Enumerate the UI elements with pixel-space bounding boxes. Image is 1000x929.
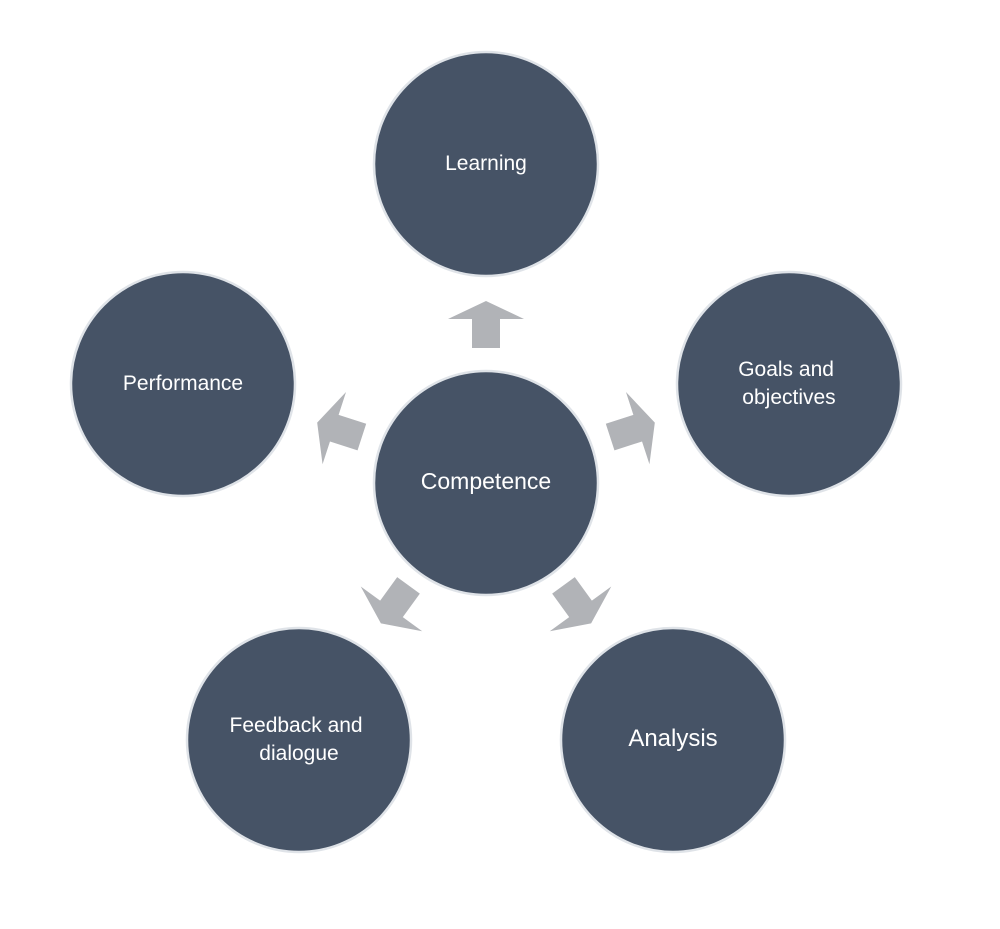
arrow-to-analysis (549, 577, 612, 632)
svg-text:Feedback and dialogue: Feedback and dialogue (230, 714, 369, 765)
arrow-to-feedback-and-dialogue (360, 577, 423, 632)
arrow-to-goals-and-objectives (605, 392, 655, 465)
satellite-label-line: objectives (742, 386, 835, 409)
satellite-node-learning: Learning (372, 50, 600, 278)
arrow-to-performance (317, 392, 367, 465)
satellite-node-feedback-and-dialogue: Feedback and dialogue (185, 626, 413, 854)
svg-text:Analysis: Analysis (628, 725, 717, 752)
satellite-label-line: Goals and (738, 358, 834, 381)
satellite-label-line: dialogue (259, 742, 338, 765)
center-node-label: Competence (421, 468, 551, 494)
arrow-group (317, 301, 655, 632)
satellite-node-goals-and-objectives: Goals and objectives (675, 270, 903, 498)
center-node: Competence (372, 369, 600, 597)
svg-text:Learning: Learning (445, 152, 527, 175)
satellite-label-line: Performance (123, 372, 243, 395)
svg-text:Performance: Performance (123, 372, 243, 395)
satellite-node-performance: Performance (69, 270, 297, 498)
satellite-label-line: Analysis (628, 725, 717, 752)
satellite-label-line: Learning (445, 152, 527, 175)
svg-text:Goals and objectives: Goals and objectives (738, 358, 840, 409)
satellite-node-analysis: Analysis (559, 626, 787, 854)
satellite-label-line: Feedback and (230, 714, 363, 737)
arrow-to-learning (448, 301, 524, 348)
